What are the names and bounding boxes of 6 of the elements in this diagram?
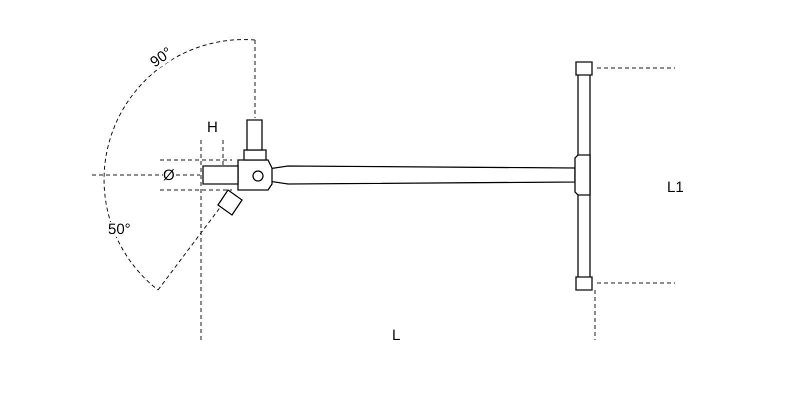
angle-label: 90°: [148, 44, 175, 70]
dimension-label: H: [207, 120, 218, 135]
dimension-label: Ø: [163, 168, 175, 183]
dimension-label: L1: [667, 180, 684, 195]
dimension-label: L: [392, 328, 400, 343]
angle-label: 50°: [108, 222, 131, 237]
